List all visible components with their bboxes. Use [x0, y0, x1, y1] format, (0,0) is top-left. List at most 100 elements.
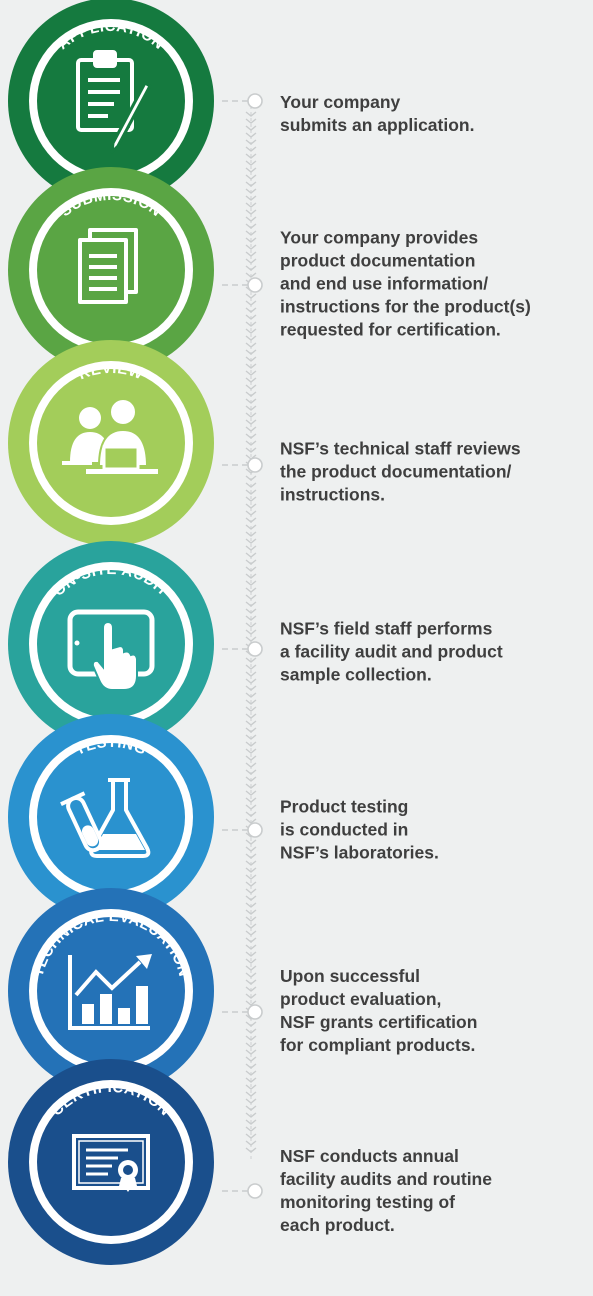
timeline-chevron [245, 601, 257, 607]
step-circle-technical-evaluation: TECHNICAL EVALUATION [8, 888, 214, 1094]
timeline-chevron [245, 1105, 257, 1111]
timeline-chevron [245, 587, 257, 593]
timeline-chevron [245, 993, 257, 999]
timeline-chevron [245, 349, 257, 355]
connector-5 [222, 1004, 263, 1020]
documents-icon [78, 228, 138, 304]
timeline-chevron [245, 895, 257, 901]
timeline-chevron [245, 741, 257, 747]
timeline-chevron [245, 958, 257, 964]
connector-6 [222, 1183, 263, 1199]
tablet-touch-icon [67, 609, 155, 691]
connector-0 [222, 93, 263, 109]
timeline-chevron [245, 909, 257, 915]
timeline-chevron [245, 384, 257, 390]
timeline-chevron [245, 412, 257, 418]
timeline-chevron [245, 293, 257, 299]
timeline-chevron [245, 944, 257, 950]
timeline-chevron [245, 426, 257, 432]
step-description-on-site-audit: NSF’s field staff performs a facility au… [280, 618, 503, 685]
timeline-chevron [245, 1119, 257, 1125]
timeline-chevron [245, 1056, 257, 1062]
timeline-chevron [245, 321, 257, 327]
timeline-chevron [245, 748, 257, 754]
timeline-chevron [245, 853, 257, 859]
timeline-chevron [245, 930, 257, 936]
timeline-chevron [245, 342, 257, 348]
timeline-chevron [245, 1021, 257, 1027]
timeline-chevron [245, 692, 257, 698]
timeline-chevron [245, 363, 257, 369]
timeline-chevron [245, 1049, 257, 1055]
timeline-chevron [245, 174, 257, 180]
timeline-chevron [245, 594, 257, 600]
step-description-testing: Product testing is conducted in NSF’s la… [280, 796, 439, 863]
timeline-chevron [245, 860, 257, 866]
timeline-chevron [245, 608, 257, 614]
step-description-submission: Your company provides product documentat… [280, 227, 531, 340]
timeline-chevron [245, 524, 257, 530]
timeline-chevron [245, 153, 257, 159]
timeline-chevron [245, 300, 257, 306]
timeline-chevron [245, 1028, 257, 1034]
timeline-chevron [245, 804, 257, 810]
timeline-chevron [245, 1063, 257, 1069]
timeline-chevron [245, 713, 257, 719]
timeline-chevron [245, 888, 257, 894]
timeline-chevron [245, 272, 257, 278]
timeline-chevron [245, 1112, 257, 1118]
timeline-chevron [245, 314, 257, 320]
timeline-chevron [245, 328, 257, 334]
timeline-chevron [245, 370, 257, 376]
timeline-chevrons [245, 111, 257, 1153]
timeline-chevron [245, 265, 257, 271]
step-circle-submission: SUBMISSION [8, 167, 214, 373]
timeline-chevron [245, 867, 257, 873]
timeline-chevron [245, 230, 257, 236]
timeline-chevron [245, 146, 257, 152]
timeline-chevron [245, 1140, 257, 1146]
timeline-chevron [245, 916, 257, 922]
timeline-chevron [245, 195, 257, 201]
timeline-chevron [245, 979, 257, 985]
timeline-chevron [245, 538, 257, 544]
timeline-chevron [245, 433, 257, 439]
svg-text:REVIEW: REVIEW [76, 360, 146, 384]
step-description-application: Your company submits an application. [280, 92, 475, 135]
timeline-chevron [245, 307, 257, 313]
timeline-chevron [245, 986, 257, 992]
timeline-chevron [245, 622, 257, 628]
timeline-chevron [245, 335, 257, 341]
timeline-chevron [245, 111, 257, 117]
timeline-chevron [245, 1091, 257, 1097]
timeline-chevron [245, 251, 257, 257]
timeline-chevron [245, 482, 257, 488]
timeline-chevron [245, 475, 257, 481]
timeline-chevron [245, 874, 257, 880]
clipboard-pen-icon [76, 50, 152, 154]
connector-3 [222, 641, 263, 657]
lab-flask-icon [60, 778, 151, 858]
timeline-chevron [245, 237, 257, 243]
timeline-chevron [245, 720, 257, 726]
growth-chart-icon [68, 954, 152, 1030]
timeline-chevron [245, 181, 257, 187]
timeline-chevron [245, 139, 257, 145]
timeline-chevron [245, 489, 257, 495]
timeline-chevron [245, 902, 257, 908]
timeline-chevron [245, 734, 257, 740]
timeline-chevron [245, 118, 257, 124]
certificate-icon [72, 1134, 150, 1192]
timeline-chevron [245, 972, 257, 978]
timeline-chevron [245, 447, 257, 453]
timeline-chevron [245, 132, 257, 138]
timeline-chevron [245, 377, 257, 383]
timeline-chevron [245, 202, 257, 208]
timeline-chevron [245, 573, 257, 579]
timeline-chevron [245, 244, 257, 250]
timeline-chevron [245, 545, 257, 551]
timeline-chevron [245, 699, 257, 705]
timeline-chevron [245, 258, 257, 264]
